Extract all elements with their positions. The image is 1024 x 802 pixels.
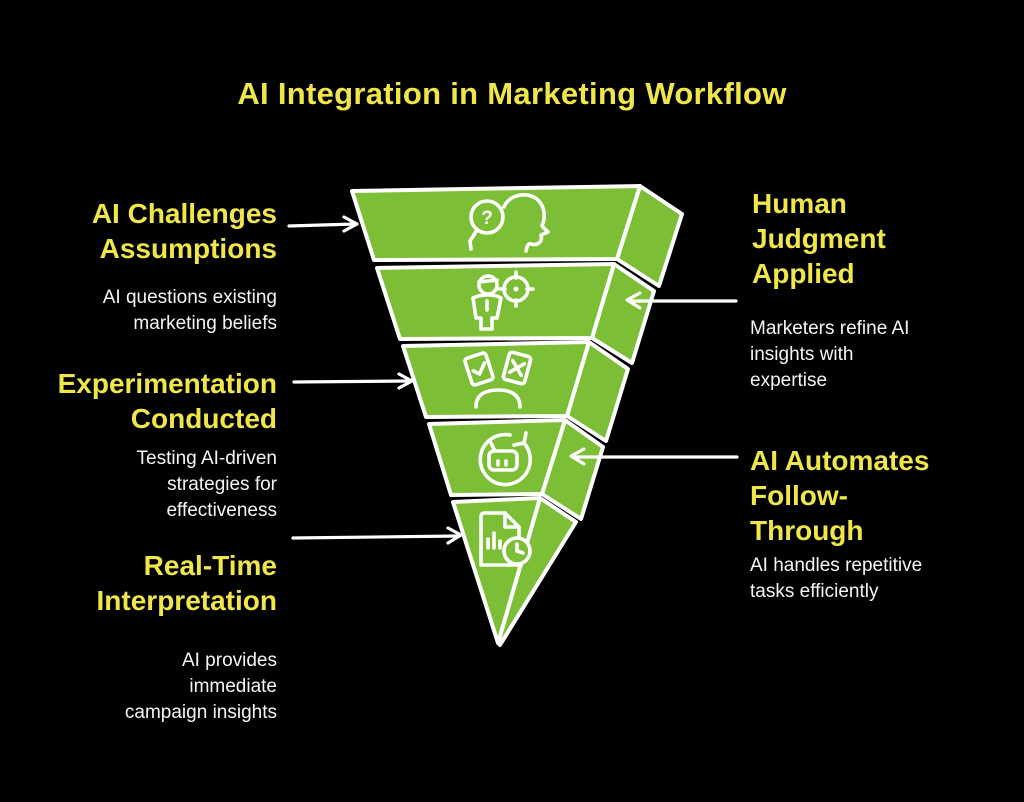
- label-ai-automates-heading: AI Automates Follow- Through: [750, 445, 930, 546]
- arrow-stage-4: [569, 447, 739, 466]
- page-title: AI Integration in Marketing Workflow: [237, 76, 787, 111]
- arrow-stage-5: [291, 526, 463, 545]
- funnel-stage-1: [350, 184, 642, 262]
- label-ai-challenges-heading: AI Challenges Assumptions: [91, 198, 277, 264]
- label-ai-challenges-desc: AI questions existing marketing beliefs: [102, 287, 277, 334]
- arrow-stage-1: [287, 215, 359, 233]
- svg-text:?: ?: [481, 208, 493, 229]
- funnel-stage-3: [401, 340, 591, 419]
- label-experimentation-desc: Testing AI-driven strategies for effecti…: [136, 448, 277, 521]
- report-clock-icon: [479, 511, 532, 567]
- label-real-time-desc: AI provides immediate campaign insights: [124, 650, 277, 723]
- label-human-judgment-heading: Human Judgment Applied: [752, 188, 886, 289]
- label-experimentation-heading: Experimentation Conducted: [57, 368, 277, 434]
- connector-arrows: [287, 215, 739, 545]
- label-real-time-heading: Real-Time Interpretation: [96, 550, 277, 616]
- label-ai-automates-desc: AI handles repetitive tasks efficiently: [750, 555, 923, 602]
- arrow-stage-2: [625, 291, 738, 310]
- arrow-stage-3: [292, 372, 414, 390]
- ab-test-cards-icon: [463, 350, 533, 409]
- robot-refresh-icon: [478, 431, 533, 487]
- label-human-judgment-desc: Marketers refine AI insights with expert…: [750, 318, 910, 391]
- person-target-icon: [471, 270, 535, 331]
- funnel-stage-2: [375, 262, 616, 341]
- head-question-magnifier-icon: ?: [468, 193, 550, 253]
- funnel-stage-4: [427, 418, 567, 497]
